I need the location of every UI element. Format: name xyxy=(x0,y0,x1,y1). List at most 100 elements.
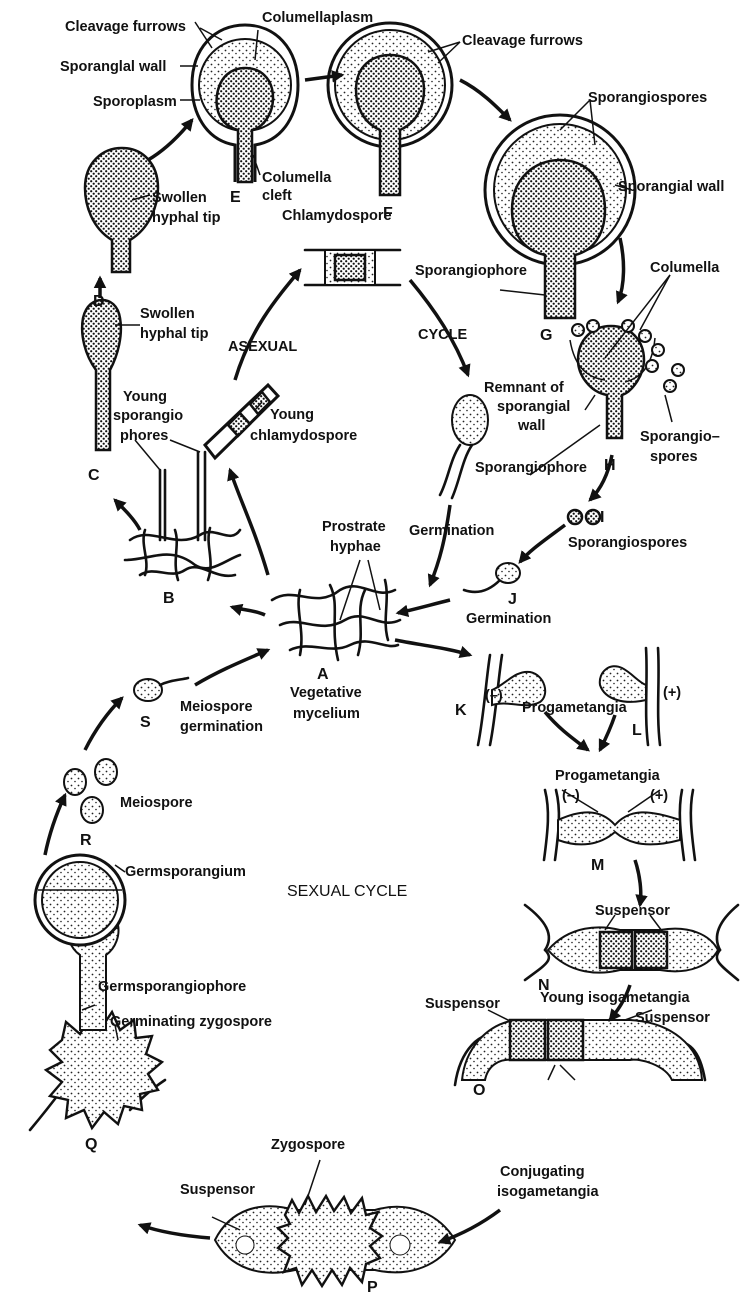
arrow-j-to-a xyxy=(398,600,450,613)
stage-o-conjugating-isogametangia xyxy=(455,1020,705,1085)
arrow-g-to-h xyxy=(618,238,624,302)
label-young-chlamydospore: Young xyxy=(270,407,314,423)
stage-letter-p: P xyxy=(367,1279,378,1296)
label-asexual: ASEXUAL xyxy=(228,339,297,355)
stage-r-meiospores xyxy=(64,759,117,823)
stage-letters: A B C D E F G H I J K L M N O P Q R S xyxy=(80,189,642,1296)
stage-letter-m: M xyxy=(591,857,604,874)
stage-a-vegetative-mycelium xyxy=(272,580,400,660)
stage-letter-s: S xyxy=(140,714,151,731)
stage-letter-a: A xyxy=(317,666,329,683)
label-swollen-hyphal-tip-d: Swollen xyxy=(152,190,207,206)
label-sporangiophore-g: Sporangiophore xyxy=(415,263,527,279)
label-vegetative-mycelium-2: mycelium xyxy=(293,706,360,722)
arrow-asexual-to-chlamydospore xyxy=(235,270,300,380)
arrow-a-to-k xyxy=(395,640,470,655)
label-swollen-hyphal-tip-c-2: hyphal tip xyxy=(140,326,209,342)
label-meiospore-germination: Meiospore xyxy=(180,699,253,715)
label-minus-k: (–) xyxy=(485,688,503,704)
arrow-l-to-m xyxy=(600,715,615,750)
label-sporangial-wall-e: Sporanglal wall xyxy=(60,59,166,75)
label-sporangiospores-h-2: spores xyxy=(650,449,698,465)
label-cleavage-furrows-f: Cleavage furrows xyxy=(462,33,583,49)
stage-b-young-sporangiophores xyxy=(125,452,240,580)
label-sporangiophore-h: Sporangiophore xyxy=(475,460,587,476)
label-germination-j: Germination xyxy=(466,611,551,627)
label-suspensor-p: Suspensor xyxy=(180,1182,255,1198)
stage-letter-n: N xyxy=(538,977,550,994)
label-prostrate-hyphae-2: hyphae xyxy=(330,539,381,555)
label-young-sporangiophores-2: sporangio xyxy=(113,408,183,424)
arrow-q-to-r xyxy=(45,795,65,855)
label-minus-m: (–) xyxy=(562,788,580,804)
label-germinating-zygospore: Germinating zygospore xyxy=(110,1014,272,1030)
label-zygospore: Zygospore xyxy=(271,1137,345,1153)
stage-i-sporangiospores xyxy=(568,510,600,524)
label-chlamydospore: Chlamydospore xyxy=(282,208,392,224)
label-columella-h: Columella xyxy=(650,260,720,276)
stage-g-mature-sporangium xyxy=(485,115,635,318)
stage-d-swollen-tip xyxy=(85,148,158,272)
label-sporangial-wall-g: Sporangial wall xyxy=(618,179,724,195)
stage-s-germinating-meiospore xyxy=(134,678,188,701)
stage-letter-d: D xyxy=(93,293,105,310)
arrow-s-to-a xyxy=(195,650,268,685)
label-sporangiospores-i: Sporangiospores xyxy=(568,535,687,551)
stage-j-germinating-spore xyxy=(464,563,520,592)
label-germination-chlamydospore: Germination xyxy=(409,523,494,539)
label-germsporangiophore: Germsporangiophore xyxy=(98,979,246,995)
stage-letter-c: C xyxy=(88,467,100,484)
label-sporoplasm: Sporoplasm xyxy=(93,94,177,110)
stage-letter-j: J xyxy=(508,591,517,608)
label-conjugating-isogametangia-2: isogametangia xyxy=(497,1184,599,1200)
arrow-p-to-q xyxy=(140,1225,210,1238)
stage-letter-k: K xyxy=(455,702,467,719)
stage-f-sporangium xyxy=(328,23,452,195)
stage-letter-e: E xyxy=(230,189,241,206)
label-remnant-sporangial-wall: Remnant of xyxy=(484,380,564,396)
label-young-sporangiophores-3: phores xyxy=(120,428,168,444)
label-columellaplasm: Columellaplasm xyxy=(262,10,373,26)
label-meiospore-germination-2: germination xyxy=(180,719,263,735)
label-cycle: CYCLE xyxy=(418,327,467,343)
label-germsporangium: Germsporangium xyxy=(125,864,246,880)
arrow-k-to-m xyxy=(545,712,588,750)
label-swollen-hyphal-tip-c: Swollen xyxy=(140,306,195,322)
label-vegetative-mycelium: Vegetative xyxy=(290,685,362,701)
stage-letter-l: L xyxy=(632,722,642,739)
label-progametangia-m: Progametangia xyxy=(555,768,661,784)
arrow-o-to-p xyxy=(440,1210,500,1242)
label-cleavage-furrows-e: Cleavage furrows xyxy=(65,19,186,35)
label-columella-cleft: Columella xyxy=(262,170,332,186)
arrow-d-to-e xyxy=(148,120,192,160)
stage-letter-g: G xyxy=(540,327,552,344)
stage-letter-f: F xyxy=(383,205,393,222)
label-prostrate-hyphae: Prostrate xyxy=(322,519,386,535)
stage-letter-i: I xyxy=(600,509,604,526)
arrow-f-to-g xyxy=(460,80,510,120)
stage-letter-o: O xyxy=(473,1082,485,1099)
label-sporangiospores-h: Sporangio– xyxy=(640,429,720,445)
stage-h-dehisced-sporangium xyxy=(570,320,684,438)
label-sporangiospores-g: Sporangiospores xyxy=(588,90,707,106)
young-chlamydospore xyxy=(205,385,278,458)
label-suspensor-o-right: Suspensor xyxy=(635,1010,710,1026)
label-meiospore: Meiospore xyxy=(120,795,193,811)
stage-letter-h: H xyxy=(604,457,616,474)
label-progametangia-kl: Progametangia xyxy=(522,700,628,716)
chlamydospore-cell xyxy=(305,250,400,285)
stage-e-sporangium xyxy=(192,25,298,182)
arrow-a-to-chlamydospore xyxy=(230,470,268,575)
arrow-r-to-s xyxy=(85,698,122,750)
germinating-chlamydospore xyxy=(440,395,488,498)
arrow-m-to-n xyxy=(635,860,641,905)
label-sexual-cycle: SEXUAL CYCLE xyxy=(287,883,407,900)
label-plus-l: (+) xyxy=(663,685,681,701)
arrow-i-to-j xyxy=(520,525,565,562)
label-swollen-hyphal-tip-d-2: hyphal tip xyxy=(152,210,221,226)
arrow-b-to-c xyxy=(115,500,140,530)
label-plus-m: (+) xyxy=(650,788,668,804)
stage-p-zygospore xyxy=(215,1196,455,1286)
stage-letter-q: Q xyxy=(85,1136,97,1153)
